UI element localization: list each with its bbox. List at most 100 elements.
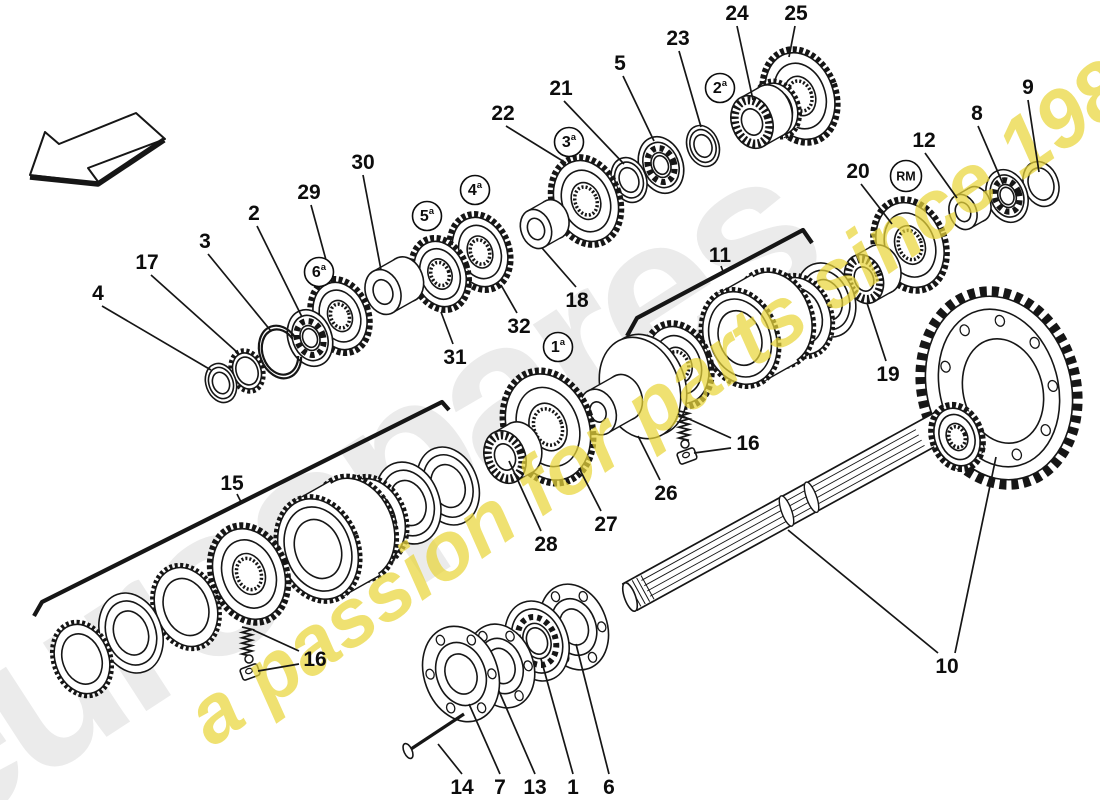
label-6a: 6a (303, 256, 335, 288)
svg-text:13: 13 (523, 776, 546, 799)
leader-28 (508, 460, 542, 532)
label-7: 7 (494, 776, 506, 799)
label-17: 17 (135, 251, 158, 274)
svg-text:30: 30 (351, 151, 374, 174)
synchro-ring-l3 (150, 562, 222, 652)
leader-23 (678, 50, 702, 128)
circlip-3 (257, 324, 303, 380)
detent-spring-left (238, 626, 256, 658)
leader-6 (575, 643, 610, 775)
label-28: 28 (534, 533, 558, 556)
label-10: 10 (935, 655, 958, 678)
needle-bearing-24 (730, 84, 794, 150)
label-29: 29 (297, 181, 320, 204)
leader-10-a (787, 529, 939, 654)
svg-text:15: 15 (220, 472, 244, 495)
svg-text:8: 8 (971, 102, 983, 125)
svg-text:24: 24 (725, 2, 749, 25)
detent-pawl-right (676, 447, 698, 465)
svg-text:7: 7 (494, 776, 506, 799)
leader-16-left-a (252, 629, 300, 652)
spacer-12 (948, 185, 992, 231)
svg-text:22: 22 (491, 102, 514, 125)
label-4: 4 (92, 282, 104, 305)
svg-text:19: 19 (876, 363, 899, 386)
svg-text:12: 12 (912, 129, 935, 152)
svg-text:11: 11 (709, 244, 732, 267)
leader-21 (563, 100, 625, 165)
leader-3 (207, 253, 272, 332)
leader-9 (1027, 99, 1040, 173)
spacer-23 (685, 124, 721, 168)
label-16-left: 16 (303, 648, 326, 671)
label-16-right: 16 (736, 432, 759, 455)
svg-text:2: 2 (248, 202, 260, 225)
leader-31 (440, 311, 454, 345)
leader-22 (505, 125, 567, 164)
crown-wheel-10 (915, 286, 1083, 490)
svg-text:6: 6 (603, 776, 615, 799)
parts-layer (49, 46, 1083, 760)
label-8: 8 (971, 102, 983, 125)
label-25: 25 (784, 2, 808, 25)
svg-text:5: 5 (614, 52, 626, 75)
label-3: 3 (199, 230, 211, 253)
detent-ball-left (244, 654, 254, 664)
svg-text:18: 18 (565, 289, 589, 312)
leader-24 (736, 25, 754, 101)
flange-7 (421, 625, 501, 723)
bearing-5 (637, 135, 685, 195)
svg-text:28: 28 (534, 533, 558, 556)
label-6: 6 (603, 776, 615, 799)
label-2: 2 (248, 202, 260, 225)
synchro-ring-l2 (98, 592, 164, 674)
label-18: 18 (565, 289, 589, 312)
leader-16-right-a (677, 413, 732, 439)
third-gear-22 (547, 154, 625, 248)
label-30: 30 (351, 151, 374, 174)
label-1: 1 (567, 776, 579, 799)
hub-bell-26 (578, 333, 688, 440)
label-5: 5 (614, 52, 626, 75)
sleeve-drum-upper (698, 267, 817, 389)
label-1a: 1a (542, 331, 574, 363)
leader-4 (101, 305, 212, 371)
label-23: 23 (666, 27, 689, 50)
bracket-15 (32, 399, 451, 618)
label-11: 11 (709, 244, 732, 267)
sleeve-drum-lower (273, 473, 400, 604)
svg-text:3: 3 (199, 230, 211, 253)
svg-text:16: 16 (736, 432, 759, 455)
bracket-11 (625, 227, 814, 338)
leader-12 (924, 152, 958, 199)
leader-5 (622, 75, 655, 142)
leader-26 (637, 435, 661, 481)
label-21: 21 (549, 77, 573, 100)
seal-ring-9 (1022, 160, 1060, 208)
svg-text:16: 16 (303, 648, 326, 671)
svg-text:9: 9 (1022, 76, 1034, 99)
svg-text:31: 31 (443, 346, 467, 369)
svg-text:1: 1 (567, 776, 579, 799)
label-12: 12 (912, 129, 935, 152)
svg-text:26: 26 (654, 482, 677, 505)
label-5a: 5a (411, 200, 443, 232)
svg-text:4: 4 (92, 282, 104, 305)
svg-text:21: 21 (549, 77, 573, 100)
leader-27 (578, 467, 602, 512)
gear-31 (408, 234, 472, 314)
leader-7 (468, 703, 501, 775)
label-27: 27 (594, 513, 617, 536)
spacer-30 (364, 256, 425, 316)
leader-19 (866, 302, 887, 362)
leader-2 (256, 225, 303, 318)
leader-20 (860, 183, 893, 225)
label-2a: 2a (704, 72, 736, 104)
leader-30 (362, 174, 382, 271)
label-32: 32 (507, 315, 530, 338)
label-22: 22 (491, 102, 514, 125)
svg-text:10: 10 (935, 655, 958, 678)
label-3a: 3a (553, 126, 585, 158)
